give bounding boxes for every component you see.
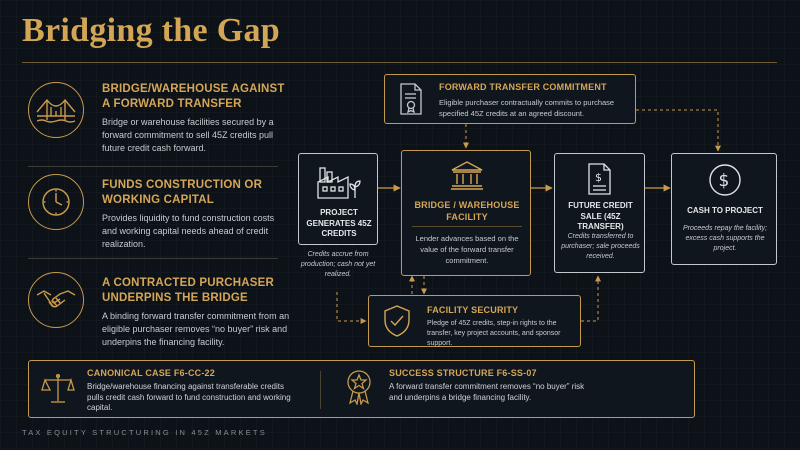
left-item-heading: FUNDS CONSTRUCTION OR WORKING CAPITAL (102, 179, 263, 206)
canonical-case-body: Bridge/warehouse financing against trans… (87, 382, 291, 412)
svg-text:$: $ (719, 171, 730, 191)
title-divider (22, 62, 777, 63)
handshake-icon (28, 272, 84, 328)
success-structure-title: SUCCESS STRUCTURE F6-SS-07 (389, 368, 537, 378)
left-item-body: Bridge or warehouse facilities secured b… (102, 117, 274, 153)
canonical-case-title: CANONICAL CASE F6-CC-22 (87, 368, 215, 378)
cash-box: $ CASH TO PROJECT Proceeds repay the fac… (671, 153, 777, 265)
clock-icon (28, 174, 84, 230)
factory-icon (315, 162, 363, 205)
left-item-body: A binding forward transfer commitment fr… (102, 311, 290, 347)
bridge-facility-divider (412, 226, 522, 227)
project-note: Credits accrue from production; cash not… (300, 251, 376, 278)
bridge-icon (28, 82, 84, 138)
facility-security-title: FACILITY SECURITY (427, 305, 519, 315)
dashed-security-to-sale (581, 275, 601, 322)
shield-check-icon (383, 305, 411, 342)
future-sale-box: $ FUTURE CREDIT SALE (45Z TRANSFER) Cred… (554, 153, 645, 273)
case-strip-divider (320, 371, 321, 409)
left-item-handshake: A CONTRACTED PURCHASER UNDERPINS THE BRI… (28, 264, 289, 354)
receipt-dollar-icon: $ (586, 163, 614, 200)
cash-title: CASH TO PROJECT (687, 206, 763, 215)
left-item-heading: BRIDGE/WAREHOUSE AGAINST A FORWARD TRANS… (102, 83, 285, 110)
forward-commitment-box: FORWARD TRANSFER COMMITMENT Eligible pur… (384, 74, 636, 124)
future-sale-title: FUTURE CREDIT SALE (45Z TRANSFER) (568, 201, 633, 231)
left-divider (28, 258, 278, 259)
left-item-heading: A CONTRACTED PURCHASER UNDERPINS THE BRI… (102, 277, 275, 304)
forward-commitment-title: FORWARD TRANSFER COMMITMENT (439, 82, 607, 92)
bridge-facility-title: BRIDGE / WAREHOUSE FACILITY (414, 200, 520, 222)
bank-icon (450, 160, 484, 195)
future-sale-body: Credits transferred to purchaser; sale p… (561, 233, 640, 260)
case-strip: CANONICAL CASE F6-CC-22 Bridge/warehouse… (28, 360, 695, 418)
left-item-bridge: BRIDGE/WAREHOUSE AGAINST A FORWARD TRANS… (28, 80, 288, 160)
page-title: Bridging the Gap (22, 12, 280, 49)
left-divider (28, 166, 278, 167)
project-box: PROJECT GENERATES 45Z CREDITS (298, 153, 378, 245)
facility-security-box: FACILITY SECURITY Pledge of 45Z credits,… (368, 295, 581, 347)
success-structure-body: A forward transfer commitment removes “n… (389, 382, 585, 402)
bridge-facility-body: Lender advances based on the value of th… (415, 234, 519, 265)
left-item-body: Provides liquidity to fund construction … (102, 213, 275, 249)
left-item-clock: FUNDS CONSTRUCTION OR WORKING CAPITAL Pr… (28, 172, 288, 252)
cash-body: Proceeds repay the facility; excess cash… (682, 225, 768, 252)
scales-icon (41, 373, 75, 410)
dashed-project-to-security (336, 292, 367, 324)
project-title: PROJECT GENERATES 45Z CREDITS (306, 208, 372, 238)
footer-caption: TAX EQUITY STRUCTURING IN 45Z MARKETS (22, 428, 267, 437)
svg-text:$: $ (595, 171, 602, 184)
dashed-commitment-to-cash (636, 109, 721, 152)
dollar-circle-icon: $ (708, 163, 742, 202)
facility-security-body: Pledge of 45Z credits, step-in rights to… (427, 320, 561, 347)
star-medal-icon (344, 369, 374, 410)
forward-commitment-body: Eligible purchaser contractually commits… (439, 98, 615, 118)
document-seal-icon (399, 83, 425, 120)
bridge-facility-box: BRIDGE / WAREHOUSE FACILITY Lender advan… (401, 150, 531, 276)
